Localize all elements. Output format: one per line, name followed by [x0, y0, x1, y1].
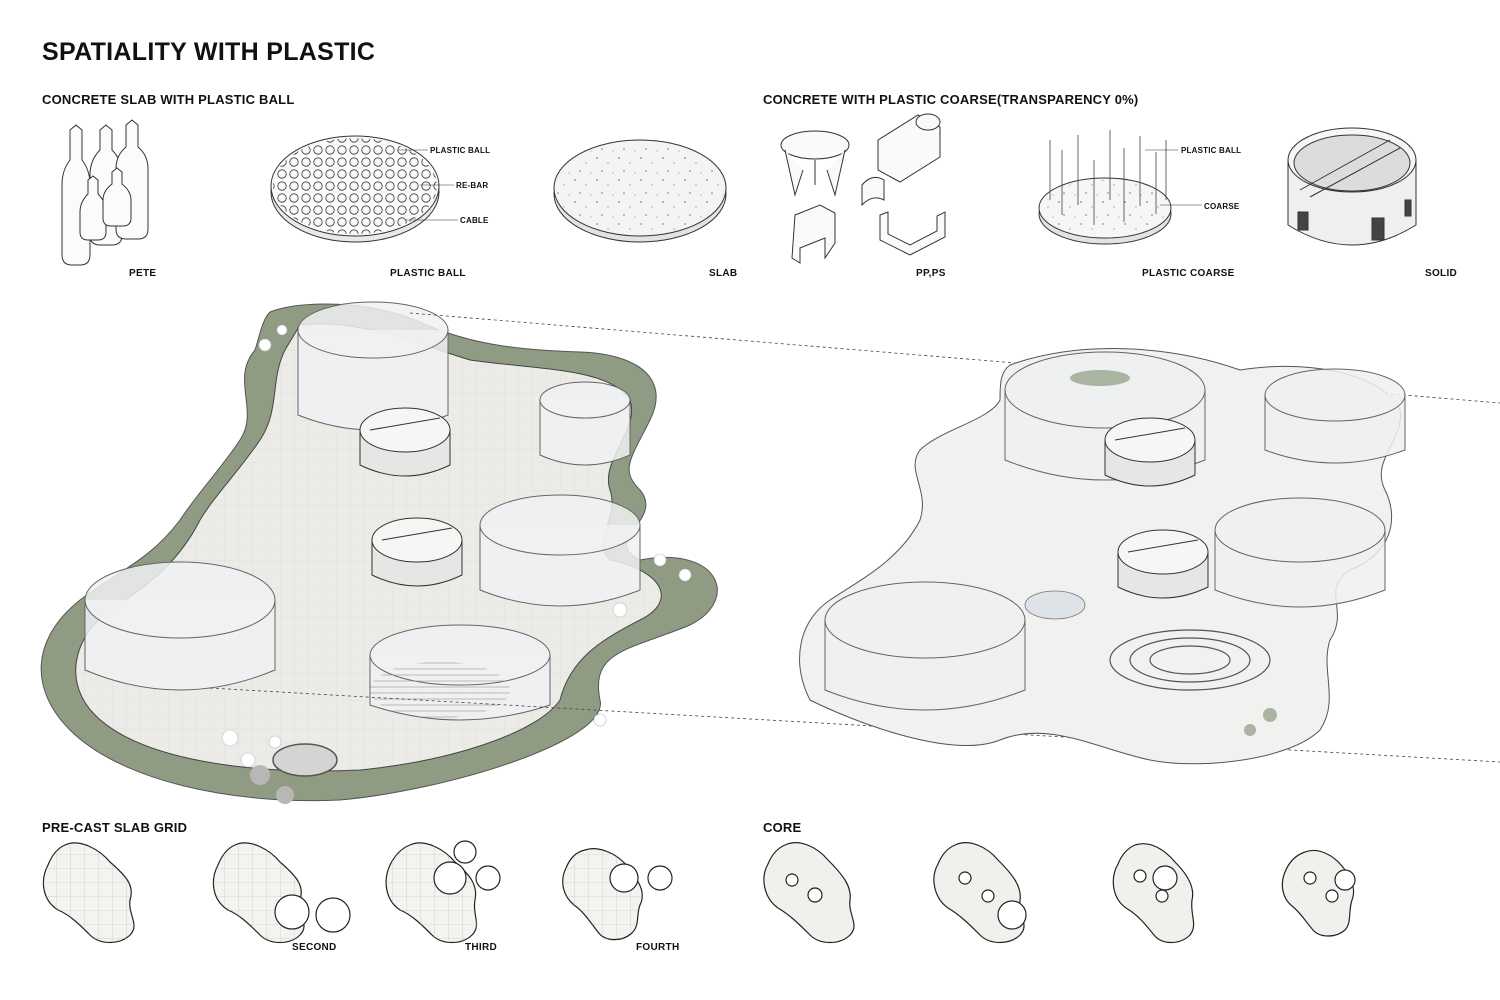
pp-ps-furniture-illustration — [780, 113, 946, 264]
plastic-coarse-disc-illustration — [1038, 130, 1202, 245]
core-plan-fourth — [1281, 849, 1356, 937]
precast-grid-plan-third — [385, 840, 501, 944]
component-label-slab: SLAB — [709, 268, 738, 279]
slab-disc-illustration — [553, 139, 727, 243]
axonometric-ground-floor — [40, 301, 718, 804]
callout-coarse-plastic-ball: PLASTIC BALL — [1181, 146, 1242, 155]
precast-grid-plans — [42, 840, 673, 944]
precast-grid-plan-first — [42, 842, 135, 944]
component-label-pete: PETE — [129, 268, 157, 279]
axonometric-upper-floor — [799, 348, 1406, 765]
grid-label-third: THIRD — [465, 942, 498, 953]
solid-cylinder-illustration — [1287, 127, 1417, 246]
precast-grid-plan-second — [212, 842, 351, 944]
section-heading-slab-ball: CONCRETE SLAB WITH PLASTIC BALL — [42, 92, 295, 107]
core-plans — [763, 842, 1356, 944]
component-label-plastic-coarse: PLASTIC COARSE — [1142, 268, 1235, 279]
page-title: SPATIALITY WITH PLASTIC — [42, 38, 376, 66]
component-label-plastic-ball: PLASTIC BALL — [390, 268, 466, 279]
core-plan-second — [933, 842, 1027, 944]
precast-grid-plan-fourth — [562, 848, 673, 941]
grid-label-fourth: FOURTH — [636, 942, 680, 953]
grid-label-second: SECOND — [292, 942, 337, 953]
section-heading-core: CORE — [763, 820, 802, 835]
pete-bottles-illustration — [61, 119, 149, 266]
callout-coarse: COARSE — [1204, 202, 1240, 211]
component-label-pp-ps: PP,PS — [916, 268, 946, 279]
section-heading-precast-grid: PRE-CAST SLAB GRID — [42, 820, 188, 835]
callout-cable: CABLE — [460, 216, 489, 225]
core-plan-first — [763, 842, 855, 944]
core-plan-third — [1112, 843, 1195, 944]
callout-re-bar: RE-BAR — [456, 181, 489, 190]
plastic-ball-disc-illustration — [270, 135, 458, 243]
callout-plastic-ball: PLASTIC BALL — [430, 146, 491, 155]
section-heading-plastic-coarse: CONCRETE WITH PLASTIC COARSE(TRANSPARENC… — [763, 92, 1139, 107]
component-label-solid: SOLID — [1425, 268, 1458, 279]
